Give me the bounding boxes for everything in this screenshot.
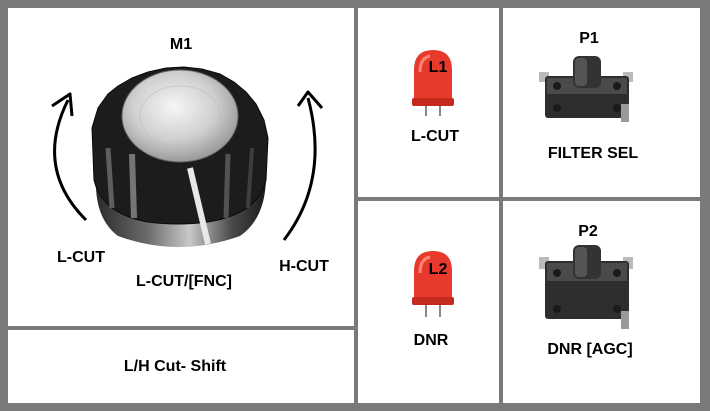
- led2-title: L2: [428, 261, 448, 278]
- knob-right-label: H-CUT: [279, 258, 329, 275]
- tactile-button-icon: [539, 245, 633, 329]
- button2-title: P2: [578, 223, 598, 240]
- red-led-icon: [412, 50, 454, 116]
- button1-title: P1: [579, 30, 599, 47]
- tactile-button-icon: [539, 56, 633, 122]
- led1-label: L-CUT: [411, 128, 459, 145]
- knob-caption-cell: L/H Cut- Shift: [8, 330, 354, 403]
- knob-cell: M1: [8, 8, 354, 326]
- knob-center-label: L-CUT/[FNC]: [136, 273, 232, 290]
- rotary-knob-icon: [51, 66, 324, 247]
- red-led-icon: [412, 251, 454, 317]
- led1-title: L1: [428, 59, 448, 76]
- button2-cell: P2 DNR [AGC]: [503, 201, 700, 403]
- led2-cell: L2 DNR: [358, 201, 499, 403]
- button2-label: DNR [AGC]: [547, 341, 633, 358]
- knob-title: M1: [169, 36, 193, 53]
- knob-left-label: L-CUT: [57, 249, 105, 266]
- knob-caption: L/H Cut- Shift: [123, 358, 227, 375]
- button1-cell: P1 FILTER SEL: [503, 8, 700, 197]
- button1-label: FILTER SEL: [547, 145, 639, 162]
- led2-label: DNR: [413, 332, 449, 349]
- led1-cell: L1 L-CUT: [358, 8, 499, 197]
